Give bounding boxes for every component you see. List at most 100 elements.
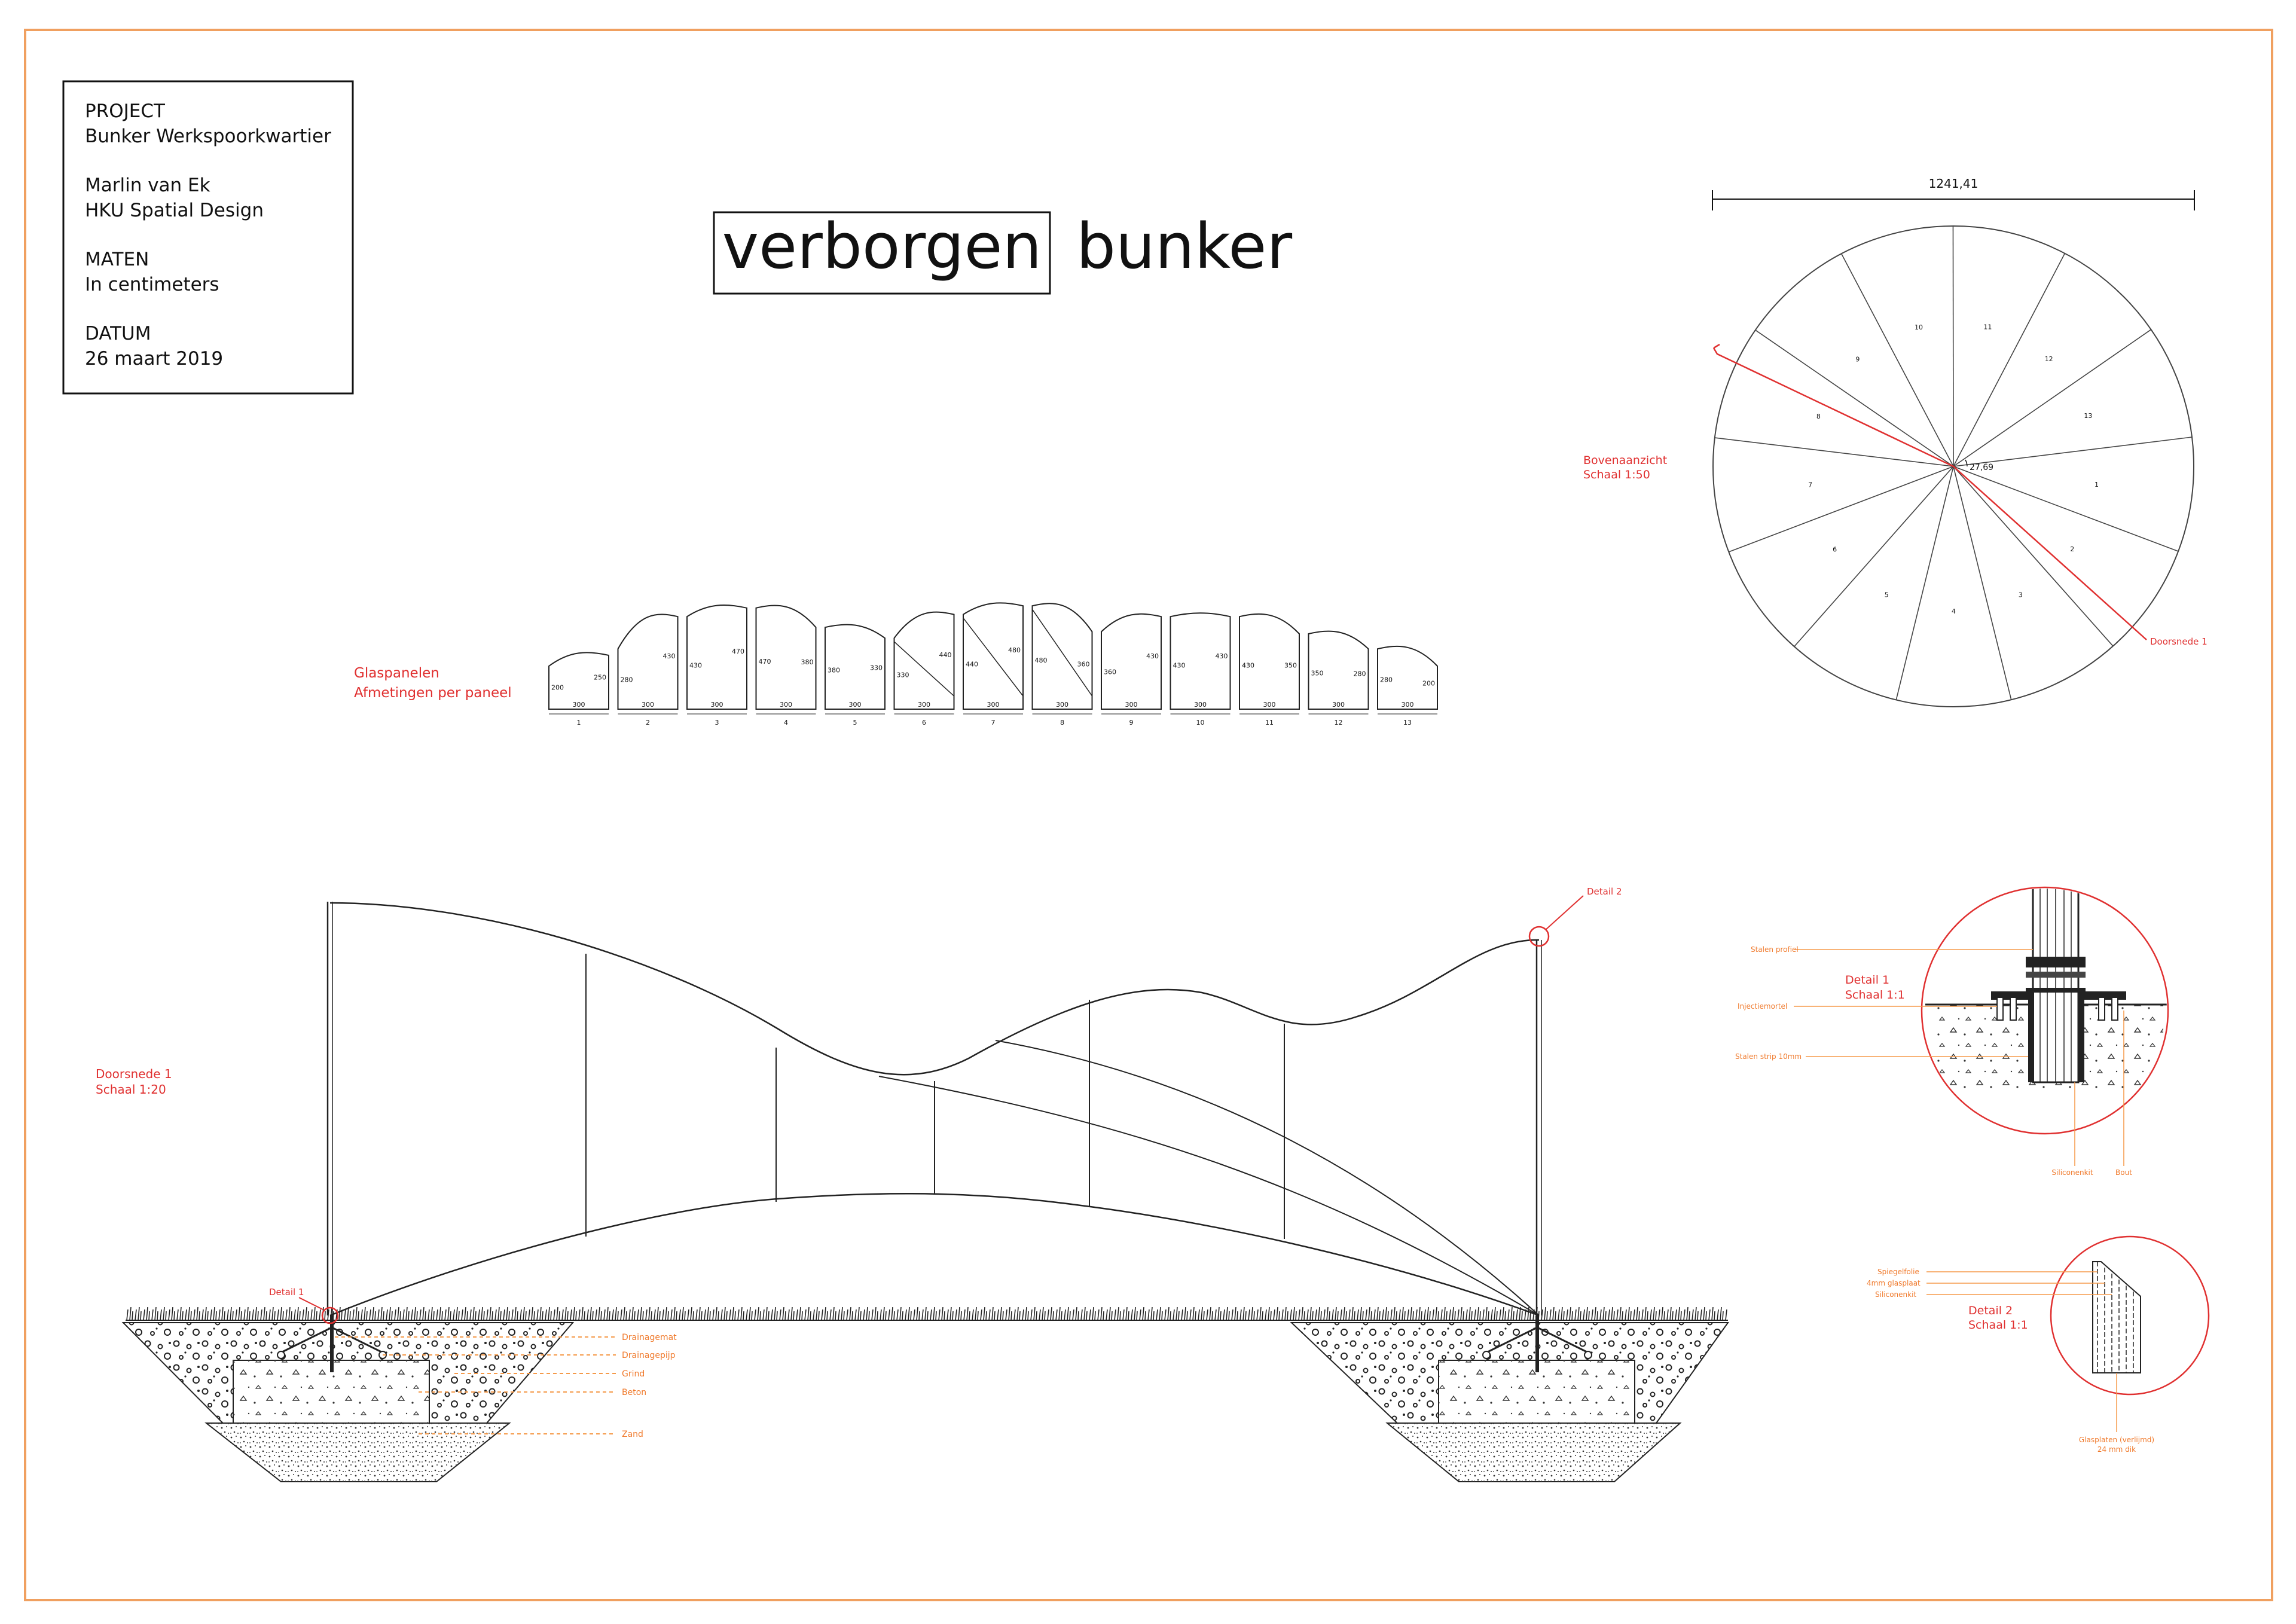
- detail1: Detail 1 Schaal 1:1 Stalen profiel Injec…: [1735, 886, 2169, 1177]
- panel-left-height: 380: [828, 666, 840, 674]
- detail2-callout: Siliconenkit: [1875, 1290, 1916, 1299]
- plan-segment-number: 8: [1816, 413, 1821, 420]
- grass-strip: [126, 1307, 1728, 1320]
- plan-segment-line: [1953, 466, 2012, 700]
- glass-panel-outline: [548, 652, 609, 710]
- panel-base-width: 300: [1263, 701, 1276, 709]
- panel-base-width: 300: [849, 701, 862, 709]
- panel-number: 5: [853, 719, 857, 726]
- detail1-callout: Stalen profiel: [1751, 945, 1799, 954]
- foundation-right: [1290, 1315, 1729, 1482]
- detail2-glass-stack: [2092, 1261, 2141, 1373]
- plan-segment-line: [1953, 329, 2151, 467]
- panel-base-width: 300: [918, 701, 930, 709]
- glass-panel-diagonal: [893, 641, 955, 697]
- author-name: Marlin van Ek: [85, 175, 210, 196]
- units-value: In centimeters: [85, 274, 219, 295]
- panel-left-height: 440: [966, 661, 978, 668]
- panels-label-line2: Afmetingen per paneel: [354, 685, 512, 701]
- panel-right-height: 440: [939, 651, 952, 659]
- detail2-bottom-line2: 24 mm dik: [2097, 1445, 2136, 1454]
- panel-base-width: 300: [573, 701, 585, 709]
- glass-panel-outline: [617, 613, 679, 710]
- glass-panel-outline: [1170, 612, 1231, 710]
- layer-callout: Drainagemat: [622, 1333, 677, 1342]
- glass-panel-outline: [1031, 603, 1093, 710]
- panel-left-height: 430: [689, 661, 702, 669]
- glass-panel-outline: [1239, 613, 1300, 710]
- panel-left-height: 360: [1104, 668, 1116, 676]
- plan-segment-line: [1714, 437, 1954, 467]
- detail2-bottom-line1: Glasplaten (verlijmd): [2079, 1436, 2154, 1444]
- panel-left-height: 430: [1242, 661, 1254, 669]
- plan-segment-line: [1953, 253, 2066, 467]
- project-label: PROJECT: [85, 100, 166, 122]
- foundation-left: [121, 1315, 575, 1482]
- glass-wall-top-edge: [329, 902, 1540, 1076]
- detail1-marker: Detail 1: [269, 1287, 304, 1298]
- plan-segment-number: 6: [1833, 545, 1837, 553]
- panel-right-height: 280: [1354, 670, 1366, 678]
- glass-panel-outline: [1377, 646, 1438, 710]
- panel-number: 12: [1335, 719, 1343, 726]
- panel-base-width: 300: [642, 701, 654, 709]
- detail1-callout: Stalen strip 10mm: [1735, 1052, 1802, 1061]
- layer-callout: Beton: [622, 1388, 646, 1397]
- plan-segment-line: [1953, 436, 2193, 467]
- panel-right-height: 200: [1422, 679, 1435, 687]
- date-label: DATUM: [85, 323, 151, 344]
- panel-right-height: 330: [870, 664, 883, 672]
- panel-number: 3: [715, 719, 719, 726]
- detail2-marker: Detail 2: [1587, 886, 1622, 897]
- plan-segment-number: 4: [1952, 608, 1956, 615]
- plan-angle: 27,69: [1970, 463, 1993, 472]
- panel-right-height: 480: [1008, 646, 1021, 654]
- detail1-callout-bottom: Bout: [2115, 1168, 2132, 1177]
- panel-right-height: 250: [594, 674, 606, 682]
- sheet-frame: [24, 29, 2273, 1601]
- panel-base-width: 300: [1125, 701, 1138, 709]
- info-box: PROJECT Bunker Werkspoorkwartier Marlin …: [62, 80, 354, 395]
- panel-base-width: 300: [780, 701, 792, 709]
- plan-segment-number: 13: [2084, 412, 2092, 420]
- glass-panel: 380 330 300 5: [825, 624, 886, 726]
- panel-right-height: 350: [1284, 662, 1297, 670]
- glass-panel-outline: [1101, 613, 1162, 710]
- panel-left-height: 350: [1311, 669, 1324, 677]
- layer-callout: Zand: [622, 1430, 643, 1439]
- date-value: 26 maart 2019: [85, 348, 223, 370]
- plan-segment-number: 3: [2019, 591, 2023, 599]
- panel-number: 9: [1129, 719, 1134, 726]
- panel-base-width: 300: [1194, 701, 1207, 709]
- plan-segment-lines: [1714, 225, 2193, 700]
- panel-number: 13: [1403, 719, 1412, 726]
- panel-right-height: 360: [1077, 661, 1090, 668]
- panel-base-width: 300: [1332, 701, 1345, 709]
- panel-left-height: 280: [621, 676, 633, 684]
- layer-callouts: Drainagemat Drainagepijp Grind Beton Zan…: [335, 1333, 677, 1439]
- panel-right-height: 430: [1146, 652, 1159, 660]
- school-name: HKU Spatial Design: [85, 200, 264, 221]
- detail2-callout: 4mm glasplaat: [1867, 1279, 1921, 1287]
- panel-left-height: 430: [1173, 661, 1186, 669]
- plan-segment-number: 11: [1983, 323, 1992, 331]
- plan-segment-line: [1794, 466, 1954, 647]
- plan-segment-number: 2: [2070, 545, 2074, 553]
- panel-right-height: 470: [732, 648, 744, 655]
- title: verborgen bunker: [713, 210, 1292, 295]
- glass-panel: 360 430 300 9: [1101, 613, 1162, 726]
- panel-base-width: 300: [711, 701, 723, 709]
- glass-panel-diagonal: [963, 618, 1024, 697]
- plan-label: Bovenaanzicht: [1583, 454, 1667, 467]
- panel-number: 6: [922, 719, 926, 726]
- panel-number: 1: [577, 719, 581, 726]
- units-label: MATEN: [85, 249, 149, 270]
- section-drawing: Doorsnede 1 Schaal 1:20: [96, 886, 1729, 1482]
- panel-number: 7: [991, 719, 996, 726]
